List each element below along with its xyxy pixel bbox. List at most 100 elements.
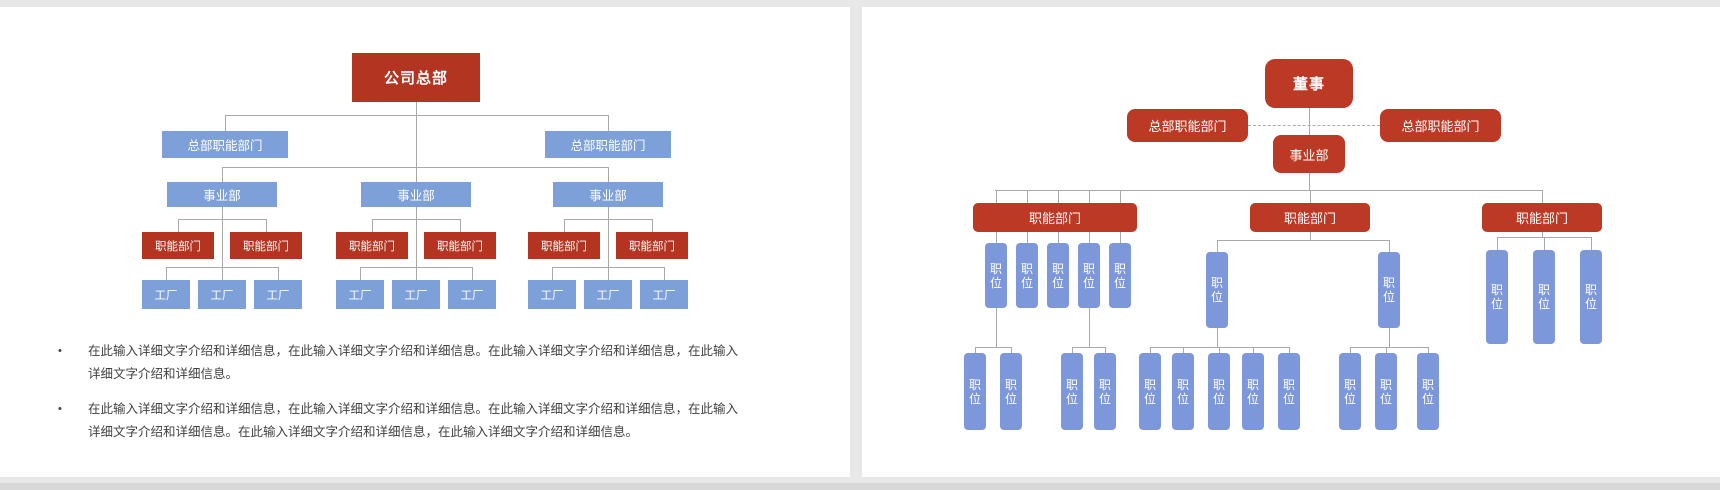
node-factory-3-1[interactable]: 工厂 [528,280,576,309]
node-staff-left[interactable]: 总部职能部门 [1127,109,1248,142]
node-position[interactable]: 职位 [1047,243,1069,308]
bullet-text: 在此输入详细文字介绍和详细信息，在此输入详细文字介绍和详细信息。在此输入详细文字… [88,344,739,381]
connector [1310,190,1311,203]
node-factory-2-1[interactable]: 工厂 [336,280,384,309]
connector [1310,232,1311,240]
node-factory-1-3[interactable]: 工厂 [254,280,302,309]
bullet-item[interactable]: • 在此输入详细文字介绍和详细信息，在此输入详细文字介绍和详细信息。在此输入详细… [58,340,748,386]
node-dept-right[interactable]: 职能部门 [1482,203,1602,232]
connector [222,167,608,168]
bullet-text: 在此输入详细文字介绍和详细信息，在此输入详细文字介绍和详细信息。在此输入详细文字… [88,402,739,439]
connector [1253,347,1254,353]
node-factory-3-2[interactable]: 工厂 [584,280,632,309]
node-position[interactable]: 职位 [1533,250,1555,344]
node-position[interactable]: 职位 [1139,353,1161,430]
node-dept-center[interactable]: 职能部门 [1250,203,1370,232]
node-position[interactable]: 职位 [1206,252,1228,328]
connector [178,219,179,232]
bullet-list[interactable]: • 在此输入详细文字介绍和详细信息，在此输入详细文字介绍和详细信息。在此输入详细… [58,340,748,456]
connector [372,219,460,220]
node-dept-left[interactable]: 职能部门 [973,203,1137,232]
connector [372,219,373,232]
connector [1217,240,1218,252]
node-dept-1-2[interactable]: 职能部门 [230,232,302,259]
node-position[interactable]: 职位 [1016,243,1038,308]
connector [222,207,223,267]
slide-2[interactable]: 董事 总部职能部门 总部职能部门 事业部 职能部门 职能部门 职能部门 职位 职… [862,7,1720,477]
node-position[interactable]: 职位 [1109,243,1131,308]
connector [995,190,1542,191]
connector [222,167,223,182]
connector [1591,237,1592,250]
node-staff-right[interactable]: 总部职能部门 [1380,109,1501,142]
node-factory-2-2[interactable]: 工厂 [392,280,440,309]
node-position[interactable]: 职位 [1242,353,1264,430]
node-position[interactable]: 职位 [1339,353,1361,430]
connector [1289,347,1290,353]
connector [1542,190,1543,203]
connector [1389,240,1390,252]
node-position[interactable]: 职位 [1378,252,1400,328]
node-position[interactable]: 职位 [1417,353,1439,430]
node-dept-3-1[interactable]: 职能部门 [528,232,600,259]
connector [1386,347,1387,353]
connector [1217,328,1218,347]
node-position[interactable]: 职位 [1486,250,1508,344]
connector [1183,347,1184,353]
node-factory-2-3[interactable]: 工厂 [448,280,496,309]
node-position[interactable]: 职位 [1208,353,1230,430]
connector [975,347,1011,348]
node-business-division[interactable]: 事业部 [1273,135,1345,173]
node-dept-1-1[interactable]: 职能部门 [142,232,214,259]
node-company-hq[interactable]: 公司总部 [352,53,480,102]
connector [608,167,609,182]
connector [178,219,266,220]
connector [1072,347,1105,348]
slide-1[interactable]: 公司总部 总部职能部门 总部职能部门 事业部 事业部 事业部 职能部门 职能部门… [0,7,850,477]
connector [460,219,461,232]
node-division-1[interactable]: 事业部 [167,182,277,207]
connector [1497,237,1498,250]
node-dept-3-2[interactable]: 职能部门 [616,232,688,259]
node-factory-1-1[interactable]: 工厂 [142,280,190,309]
node-position[interactable]: 职位 [1172,353,1194,430]
node-position[interactable]: 职位 [985,243,1007,308]
connector [1309,108,1310,135]
node-position[interactable]: 职位 [1375,353,1397,430]
node-position[interactable]: 职位 [1580,250,1602,344]
node-hq-func-left[interactable]: 总部职能部门 [162,131,288,158]
node-position[interactable]: 职位 [1094,353,1116,430]
bullet-item[interactable]: • 在此输入详细文字介绍和详细信息，在此输入详细文字介绍和详细信息。在此输入详细… [58,398,748,444]
connector [664,267,665,280]
connector [564,219,565,232]
node-position[interactable]: 职位 [1061,353,1083,430]
bullet-icon: • [58,403,62,415]
connector [652,219,653,232]
connector [552,267,553,280]
node-division-2[interactable]: 事业部 [361,182,471,207]
bottom-strip [0,483,1720,490]
connector [608,115,609,131]
connector [1309,173,1310,190]
connector [166,267,167,280]
node-factory-3-3[interactable]: 工厂 [640,280,688,309]
connector [1350,347,1351,353]
node-division-3[interactable]: 事业部 [553,182,663,207]
connector [1072,347,1073,353]
node-hq-func-right[interactable]: 总部职能部门 [545,131,671,158]
node-position[interactable]: 职位 [964,353,986,430]
connector [1428,347,1429,353]
connector [1350,347,1428,348]
connector [608,267,609,280]
node-dept-2-2[interactable]: 职能部门 [424,232,496,259]
connector [472,267,473,280]
node-factory-1-2[interactable]: 工厂 [198,280,246,309]
node-position[interactable]: 职位 [1278,353,1300,430]
connector [996,308,997,347]
node-dept-2-1[interactable]: 职能部门 [336,232,408,259]
node-position[interactable]: 职位 [1078,243,1100,308]
node-position[interactable]: 职位 [1000,353,1022,430]
connector [1389,328,1390,347]
node-director[interactable]: 董事 [1265,59,1353,108]
connector [1150,347,1151,353]
